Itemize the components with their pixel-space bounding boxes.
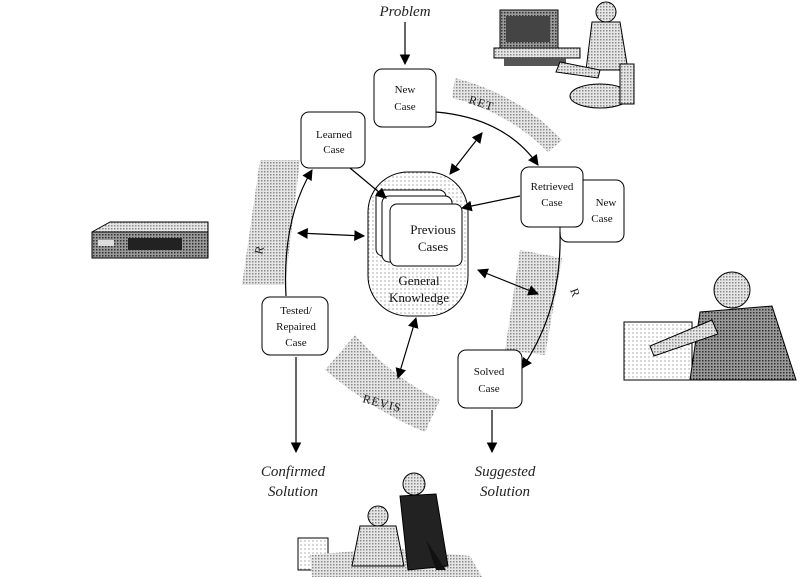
learned-case-node: Learned Case [300,111,366,169]
flow-arrows [284,22,561,454]
revise-knowledge-arrow [395,316,419,380]
retrieved-to-previous-arrow [460,195,521,212]
confirmed-solution-line1: Confirmed [261,464,326,480]
reuse-arrow [521,231,561,369]
reuse-knowledge-arrow [476,268,540,296]
tested-case-node: Tested/ Repaired Case [261,296,329,356]
computer-user-illustration [493,1,635,109]
previous-cases-line1: Previous [410,222,456,237]
retrieve-knowledge-arrow [449,132,483,175]
tested-case-line2: Repaired [276,321,316,333]
new-case-small-line1: New [596,197,617,209]
new-case-line2: Case [394,101,416,113]
tested-case-line1: Tested/ [280,305,313,317]
suggested-solution-line1: Suggested [475,464,536,480]
discussion-illustration [297,472,482,577]
learned-case-line1: Learned [316,129,353,141]
tested-case-line3: Case [285,337,307,349]
learned-case-line2: Case [323,144,345,156]
solved-case-line2: Case [478,383,500,395]
confirmed-solution-line2: Solution [268,484,318,500]
previous-cases-line2: Cases [418,239,448,254]
retrieved-case-node: New Case Retrieved Case [520,166,625,243]
reuse-band [505,250,562,355]
server-illustration [91,221,209,259]
knowledge-base: Previous Cases General Knowledge [367,171,469,317]
general-knowledge-line2: Knowledge [389,290,449,305]
retain-band-label: R [251,243,267,255]
retain-knowledge-arrow [296,228,366,241]
retain-band [242,160,300,285]
presenter-illustration [623,271,797,381]
retrieved-case-line1: Retrieved [531,181,574,193]
general-knowledge-line1: General [398,273,440,288]
retrieve-arrow [435,111,539,166]
previous-cases-box [389,203,463,267]
revise-band [325,335,440,432]
new-case-line1: New [395,84,416,96]
new-case-small-line2: Case [591,213,613,225]
solved-case-line1: Solved [474,366,505,378]
retrieve-band [452,78,562,152]
solved-case-node: Solved Case [457,349,523,409]
suggested-solution-line2: Solution [480,484,530,500]
reuse-band-label: R [567,286,583,299]
new-case-node: New Case [373,68,437,128]
problem-label: Problem [378,4,430,20]
retain-arrow [284,169,313,297]
learned-to-previous-arrow [349,167,387,199]
retrieved-case-line2: Case [541,197,563,209]
